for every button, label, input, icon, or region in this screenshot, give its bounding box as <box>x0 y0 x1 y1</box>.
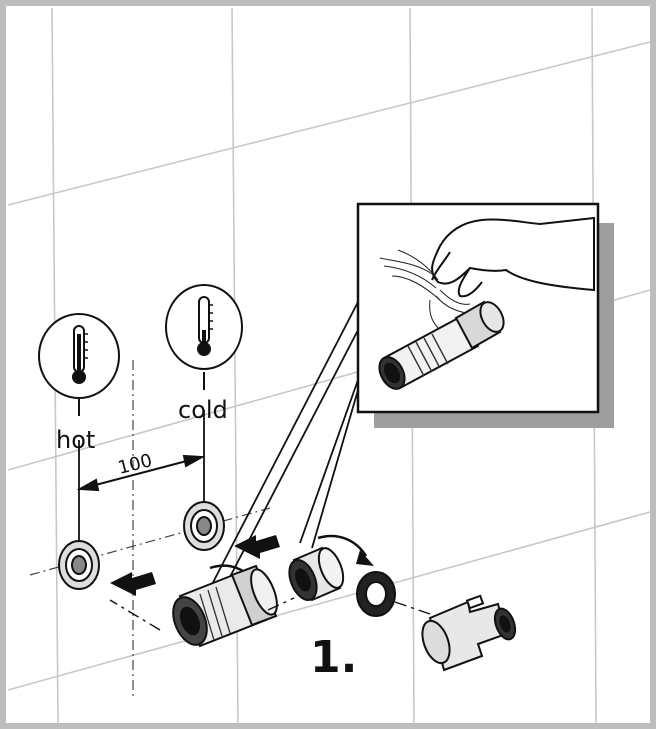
thermometer-hot-icon <box>72 325 88 384</box>
cold-bubble <box>165 284 243 390</box>
insert-arrows <box>110 535 280 596</box>
hot-bubble <box>38 313 120 416</box>
cold-wall-socket <box>183 501 225 551</box>
reference-lines <box>29 360 271 700</box>
washer <box>356 571 396 617</box>
hand-illustration <box>431 216 595 298</box>
label-spacing: 100 <box>116 450 154 479</box>
thermometer-cold-icon <box>197 296 213 356</box>
inset-extension-fitting <box>378 300 505 390</box>
assembly-axis <box>109 597 431 631</box>
callout-lines <box>205 301 359 601</box>
label-hot: hot <box>56 426 95 454</box>
step-number: 1. <box>310 632 357 683</box>
valve-connector <box>421 594 517 672</box>
extension-fitting-main <box>172 564 278 648</box>
inset-detail <box>205 202 614 601</box>
hot-wall-socket <box>58 540 100 590</box>
spacing-dimension <box>76 410 206 570</box>
short-fitting <box>288 546 345 602</box>
label-cold: cold <box>178 396 228 424</box>
